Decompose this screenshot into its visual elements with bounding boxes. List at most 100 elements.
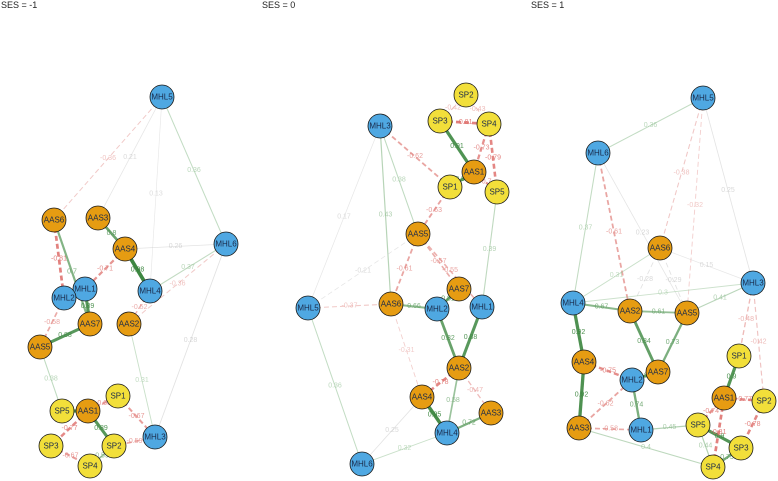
edge-weight-label: -0.79 [485, 155, 501, 162]
node-sp2: SP2 [101, 433, 127, 459]
edge-aas5-mhl1 [417, 233, 483, 308]
node-label: AAS3 [569, 424, 590, 433]
node-mhl2: MHL2 [619, 367, 645, 393]
node-aas6: AAS6 [41, 207, 67, 233]
node-circle [726, 343, 752, 369]
node-circle [469, 294, 495, 320]
edge-weight-label: -0.55 [442, 267, 458, 274]
node-aas4: AAS4 [112, 236, 138, 262]
node-circle [424, 296, 450, 322]
node-mhl6: MHL6 [585, 140, 611, 166]
node-circle [149, 84, 175, 110]
node-label: AAS2 [449, 364, 470, 373]
node-sp1: SP1 [726, 343, 752, 369]
edge-weight-label: 0.26 [169, 243, 183, 250]
edge-aas1-sp5 [697, 397, 725, 426]
node-mhl1: MHL1 [72, 276, 98, 302]
node-aas7: AAS7 [645, 359, 671, 385]
node-circle [27, 334, 53, 360]
edge-weight-label: -0.36 [100, 155, 116, 162]
node-aas6: AAS6 [378, 291, 404, 317]
node-circle [77, 453, 103, 479]
edge-weight-label: -0.73 [474, 145, 490, 152]
edge-mhl5-aas6 [307, 303, 392, 309]
edge-weight-label: 0.95 [428, 412, 442, 419]
node-label: SP3 [432, 117, 448, 126]
edge-weight-label: -0.42 [445, 105, 461, 112]
node-aas3: AAS3 [478, 400, 504, 426]
node-circle [484, 179, 510, 205]
edge-weight-label: 0.9 [727, 374, 737, 381]
node-circle [142, 424, 168, 450]
edge-weight-label: 0.17 [337, 214, 351, 221]
edge-weight-label: 0.8 [107, 230, 117, 237]
edge-mhl5-mhl3 [702, 97, 754, 284]
edge-weight-label: -0.48 [738, 316, 754, 323]
node-label: AAS1 [78, 407, 99, 416]
node-mhl1: MHL1 [628, 417, 654, 443]
node-circle [628, 417, 654, 443]
node-circle [585, 140, 611, 166]
edge-weight-label: -0.7 [479, 179, 491, 186]
node-circle [427, 108, 453, 134]
panel-title-ses-0: SES = 0 [262, 0, 296, 10]
edge-weight-label: 0.13 [149, 191, 163, 198]
edge-weight-label: -0.31 [399, 347, 415, 354]
node-mhl4: MHL4 [434, 420, 460, 446]
edge-weight-label: 0.88 [464, 334, 478, 341]
node-circle [409, 384, 435, 410]
node-label: AAS7 [648, 368, 669, 377]
edge-weight-label: 0.92 [575, 392, 589, 399]
node-label: SP2 [106, 442, 122, 451]
node-aas1: AAS1 [75, 398, 101, 424]
node-label: MHL3 [144, 433, 166, 442]
edge-weight-label: 0.58 [446, 397, 460, 404]
node-sp3: SP3 [728, 435, 754, 461]
node-circle [751, 388, 777, 414]
node-label: SP1 [731, 352, 747, 361]
edge-mhl3-mhl4 [572, 282, 754, 304]
node-mhl3: MHL3 [142, 424, 168, 450]
node-aas4: AAS4 [571, 349, 597, 375]
edge-weight-label: 0.23 [636, 230, 650, 237]
node-aas2: AAS2 [446, 355, 472, 381]
edge-weight-label: 0.36 [644, 122, 658, 129]
edge-weight-label: 0.7 [67, 269, 77, 276]
node-sp3: SP3 [427, 108, 453, 134]
edge-weight-label: 0.82 [638, 373, 652, 380]
edge-mhl6-aas2 [128, 243, 227, 325]
node-label: SP3 [43, 442, 59, 451]
edge-mhl5-mhl6 [307, 307, 363, 465]
edge-weight-label: 0.59 [95, 453, 109, 460]
node-circle [461, 159, 487, 185]
edge-weight-label: 0.31 [610, 272, 624, 279]
node-aas3: AAS3 [566, 415, 592, 441]
edge-aas3-sp4 [578, 427, 714, 468]
node-label: MHL5 [151, 93, 173, 102]
edge-aas6-mhl4 [572, 247, 661, 304]
edge-aas2-mhl3 [128, 323, 156, 438]
edge-weight-label: 0.89 [94, 425, 108, 432]
node-label: MHL6 [215, 240, 237, 249]
node-aas2: AAS2 [617, 298, 643, 324]
node-mhl2: MHL2 [51, 285, 77, 311]
edge-aas5-aas6 [390, 233, 419, 305]
node-label: SP5 [690, 421, 706, 430]
edge-weight-label: 0.74 [630, 402, 644, 409]
edge-weight-label: 0.91 [450, 143, 464, 150]
node-circle [38, 433, 64, 459]
node-circle [740, 270, 766, 296]
edge-weight-label: -0.59 [127, 438, 143, 445]
node-aas5: AAS5 [27, 334, 53, 360]
node-sp2: SP2 [751, 388, 777, 414]
node-label: AAS5 [677, 309, 698, 318]
edge-weight-label: -0.29 [666, 277, 682, 284]
edge-mhl3-mhl5 [307, 125, 381, 309]
edge-weight-label: 0.9 [715, 433, 725, 440]
edge-labels: -0.42-0.43-0.810.91-0.73-0.79-0.620.380.… [328, 105, 501, 453]
edge-aas6-mhl3 [659, 247, 754, 284]
edge-mhl3-aas5 [379, 125, 419, 235]
node-label: SP2 [458, 91, 474, 100]
node-label: AAS4 [412, 393, 433, 402]
